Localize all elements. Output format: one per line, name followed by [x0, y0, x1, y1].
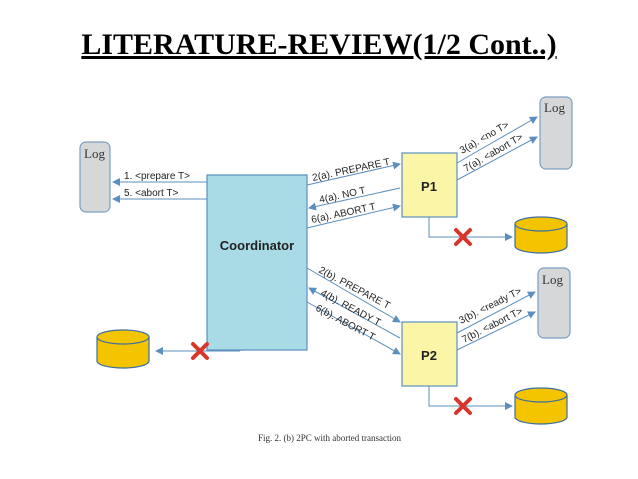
coordinator-box: Coordinator [206, 174, 308, 351]
p1-blocked-x-icon [454, 228, 472, 246]
p2-box: P2 [401, 321, 458, 387]
p1-msg-2: 4(a). NO T [318, 185, 366, 206]
p2-log-label: Log [542, 272, 563, 287]
coord-log-msg-2: 5. <abort T> [124, 188, 178, 199]
p1-label: P1 [421, 179, 437, 194]
coordinator-blocked-x-icon [191, 342, 209, 360]
slide-title: LITERATURE-REVIEW(1/2 Cont..) [81, 28, 557, 61]
arrow-p2-coord-ready [308, 287, 401, 339]
p1-box: P1 [401, 152, 458, 218]
figure-caption: Fig. 2. (b) 2PC with aborted transaction [258, 433, 401, 443]
p1-log-label: Log [544, 100, 565, 115]
p1-database-icon [514, 216, 568, 254]
arrow-p1-db [428, 217, 513, 241]
arrow-coord-p1-prepare [306, 161, 401, 186]
arrow-p2-log-1 [456, 291, 536, 334]
arrow-coord-p1-abort [306, 203, 401, 229]
arrow-coord-p2-abort [306, 301, 401, 355]
coordinator-log: Log [79, 141, 111, 213]
coord-log-msg-1: 1. <prepare T> [124, 171, 190, 182]
coordinator-label: Coordinator [220, 238, 294, 253]
arrow-p2-db [428, 386, 513, 410]
p1-log: Log [539, 96, 573, 170]
arrow-coord-p2-prepare [306, 267, 401, 323]
coordinator-database-icon [96, 329, 150, 369]
p2-blocked-x-icon [454, 397, 472, 415]
arrow-p2-log-2 [456, 311, 536, 351]
p2-label: P2 [421, 348, 437, 363]
arrow-p1-coord-no [308, 187, 401, 211]
p2-database-icon [514, 387, 568, 425]
arrow-p1-log-2 [456, 136, 538, 181]
arrow-p1-log-1 [456, 116, 538, 164]
p1-msg-1: 2(a). PREPARE T [311, 157, 391, 184]
coordinator-log-label: Log [84, 146, 105, 161]
p2-log: Log [537, 267, 571, 339]
